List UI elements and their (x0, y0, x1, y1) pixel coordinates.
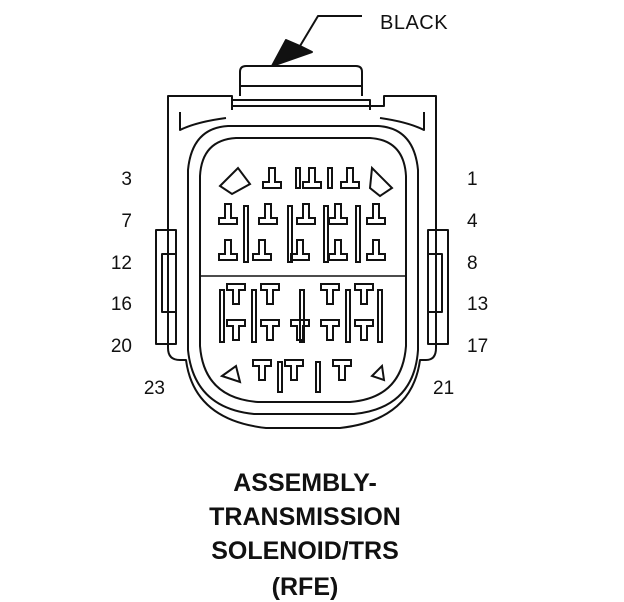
cavity-divider (345, 289, 351, 343)
pin-label-left-6: 23 (143, 378, 165, 399)
pin-label-right-3: 8 (467, 253, 478, 274)
terminal-contact (260, 319, 280, 341)
cavity-divider (295, 167, 301, 189)
connector-diagram (155, 15, 449, 429)
terminal-contact (366, 239, 386, 261)
caption-line-4: (RFE) (271, 573, 339, 601)
key-bottom-left (219, 364, 242, 384)
cavity-divider (315, 361, 321, 393)
terminal-contact (252, 239, 272, 261)
pin-label-left-1: 3 (121, 169, 132, 190)
right-latch (427, 229, 449, 345)
latch-tab (239, 65, 363, 96)
cavity-divider (355, 205, 361, 263)
terminal-contact (354, 319, 374, 341)
terminal-contact (320, 283, 340, 305)
callout-arrowhead (271, 39, 313, 67)
terminal-contact (340, 167, 360, 189)
pin-label-right-4: 13 (467, 294, 489, 315)
cavity-divider (323, 205, 329, 263)
outer-housing (167, 95, 437, 429)
terminal-contact (218, 239, 238, 261)
terminal-contact (290, 239, 310, 261)
terminal-contact (226, 319, 246, 341)
terminal-contact (218, 203, 238, 225)
terminal-contact (328, 203, 348, 225)
terminal-contact (260, 283, 280, 305)
terminal-contact (302, 167, 322, 189)
inner-cavity (187, 125, 419, 415)
key-top-left (218, 166, 252, 196)
cavity-divider (327, 167, 333, 189)
callout-leader (299, 15, 362, 47)
cavity-divider (243, 205, 249, 263)
caption-line-3: SOLENOID/TRS (211, 537, 399, 565)
caption-line-1: ASSEMBLY- (233, 469, 377, 497)
cavity-divider (251, 289, 257, 343)
cavity-divider (377, 289, 383, 343)
pin-label-right-1: 1 (467, 169, 478, 190)
key-bottom-right (370, 363, 386, 382)
terminal-contact (366, 203, 386, 225)
pin-label-right-2: 4 (467, 211, 478, 232)
cavity-divider (277, 361, 283, 393)
left-latch (155, 229, 177, 345)
terminal-contact (320, 319, 340, 341)
terminal-contact (284, 359, 304, 381)
pin-label-left-3: 12 (110, 253, 132, 274)
terminal-contact (296, 203, 316, 225)
terminal-contact (262, 167, 282, 189)
cavity-divider (287, 205, 293, 263)
cavity-divider (299, 289, 305, 343)
callout-color-label: BLACK (380, 12, 449, 34)
pin-label-left-2: 7 (121, 211, 132, 232)
cavity-divider (219, 289, 225, 343)
pin-label-right-5: 17 (467, 336, 489, 357)
terminal-contact (354, 283, 374, 305)
terminal-contact (328, 239, 348, 261)
terminal-contact (226, 283, 246, 305)
pin-label-right-6: 21 (433, 378, 455, 399)
key-top-right (368, 165, 394, 198)
caption-line-2: TRANSMISSION (209, 503, 401, 531)
terminal-contact (252, 359, 272, 381)
pin-label-left-5: 20 (110, 336, 132, 357)
terminal-contact (332, 359, 352, 381)
terminal-contact (258, 203, 278, 225)
pin-label-left-4: 16 (110, 294, 132, 315)
